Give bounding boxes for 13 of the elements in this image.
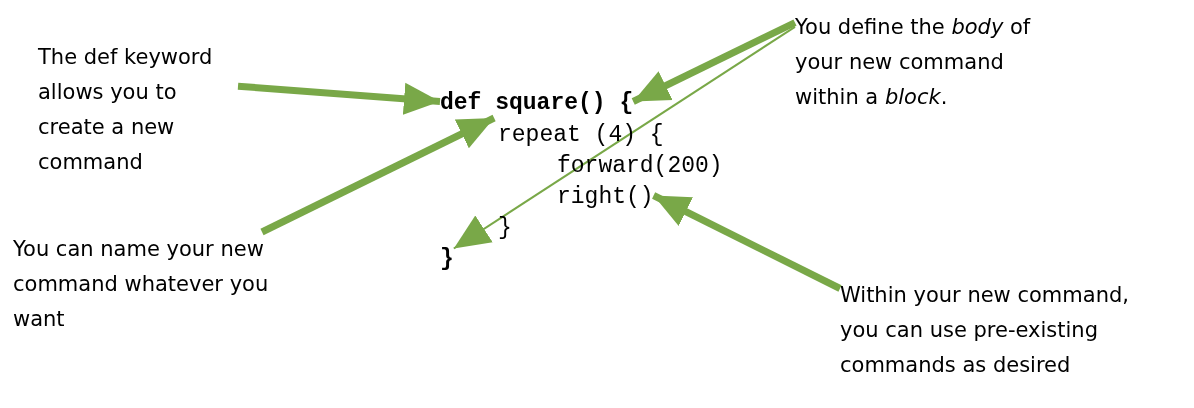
code-line: right(): [557, 182, 654, 212]
arrow: [260, 114, 496, 236]
arrow: [452, 25, 796, 250]
annotation-text: You can name your new command whatever you want: [13, 232, 313, 337]
annotation-text: You define the body of your new command within a block.: [795, 10, 1045, 115]
arrow: [631, 19, 797, 105]
code-line: }: [440, 244, 454, 274]
code-line: }: [498, 213, 512, 243]
annotation-text: The def keyword allows you to create a new command: [38, 40, 238, 180]
annotation-text: Within your new command, you can use pre-existing commands as desired: [840, 278, 1130, 383]
arrow: [237, 82, 441, 115]
code-line: def square() {: [440, 88, 634, 118]
arrow: [652, 192, 842, 292]
